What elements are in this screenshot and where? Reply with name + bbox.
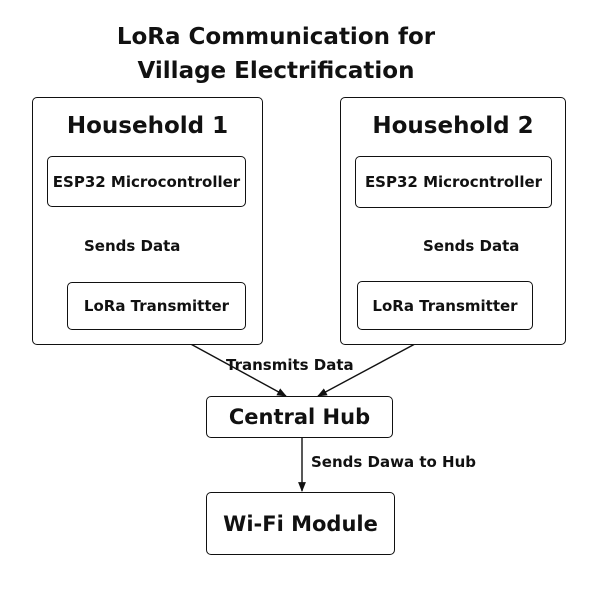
household-2-microcontroller-node: ESP32 Microcntroller [355,156,552,208]
household-1-title: Household 1 [66,113,229,139]
household-1-transmitter-node: LoRa Transmitter [67,282,246,330]
sends-to-hub-label: Sends Dawa to Hub [311,453,476,471]
household-2-transmitter-label: LoRa Transmitter [372,296,518,315]
central-hub-label: Central Hub [228,405,371,429]
household-1-transmitter-label: LoRa Transmitter [83,297,230,315]
household-2-microcontroller-label: ESP32 Microcntroller [364,173,543,191]
wifi-module-node: Wi-Fi Module [206,492,395,555]
diagram-title-line-1: LoRa Communication for [116,24,436,50]
central-hub-node: Central Hub [206,396,393,438]
transmits-data-label: Transmits Data [226,356,354,374]
household-1-microcontroller-label: ESP32 Microcontroller [52,172,241,191]
diagram-title-line-2: Village Electrification [137,58,415,84]
wifi-module-label: Wi-Fi Module [223,511,378,536]
household-1-microcontroller-node: ESP32 Microcontroller [47,156,246,207]
household-2-transmitter-node: LoRa Transmitter [357,281,533,330]
household-2-sends-data-label: Sends Data [423,237,520,255]
household-1-sends-data-label: Sends Data [84,237,181,255]
household-2-title: Household 2 [372,113,534,139]
